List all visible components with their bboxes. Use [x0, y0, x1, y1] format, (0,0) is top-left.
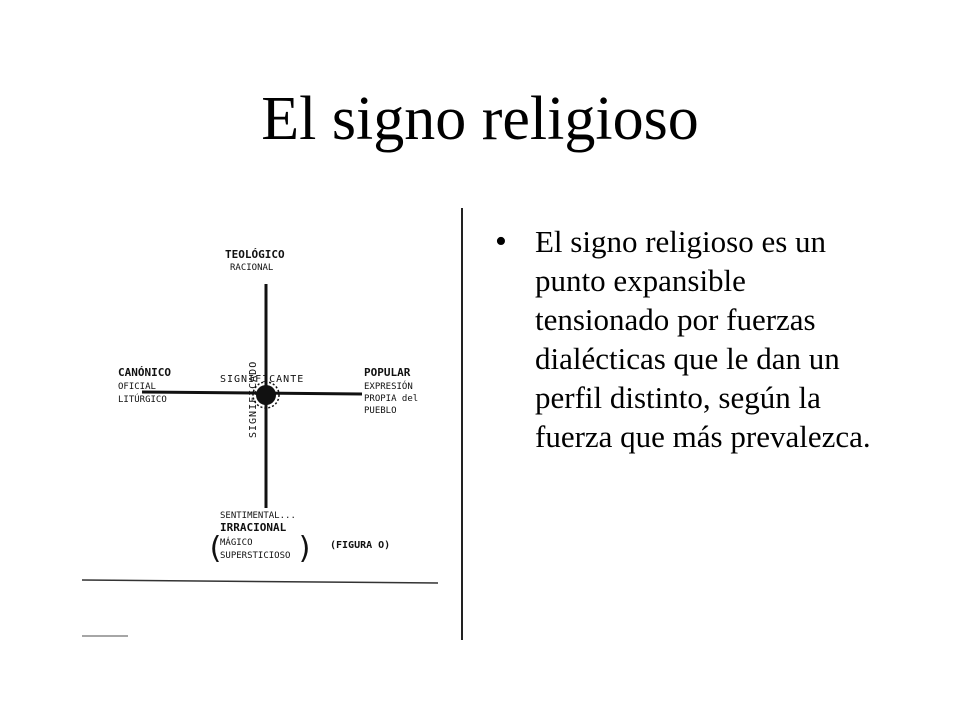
right-pole-sub-2: PROPIA del [364, 394, 418, 404]
left-pole-sub-2: LITÚRGICO [118, 393, 167, 405]
bullet-dot: • [495, 223, 507, 260]
left-pole-sub-1: OFICIAL [118, 382, 156, 392]
top-pole-sub: RACIONAL [230, 263, 273, 273]
bottom-paren-line-1: MÁGICO [220, 536, 253, 548]
slide-title: El signo religioso [261, 85, 699, 153]
scan-bottom-edge [81, 579, 439, 584]
horizontal-axis [141, 390, 363, 396]
figure-caption: (FIGURA O) [330, 540, 390, 551]
significance-diagram: TEOLÓGICO RACIONAL CANÓNICO OFICIAL LITÚ… [80, 240, 460, 640]
right-pole-sub-1: EXPRESIÓN [364, 380, 413, 392]
right-pole-label: POPULAR [364, 366, 411, 379]
center-point-ring [252, 381, 280, 409]
bottom-pole-sub: SENTIMENTAL... [220, 511, 296, 521]
left-pole-label: CANÓNICO [118, 366, 171, 379]
bottom-pole-label: IRRACIONAL [220, 521, 287, 534]
bottom-paren-open: ( [206, 531, 224, 566]
diagram-canvas: TEOLÓGICO RACIONAL CANÓNICO OFICIAL LITÚ… [81, 248, 439, 637]
bottom-paren-close: ) [296, 531, 314, 566]
center-point [256, 385, 276, 405]
significado-axis-label: SIGNIFICADO [248, 361, 259, 438]
bottom-paren-line-2: SUPERSTICIOSO [220, 551, 290, 561]
bullet-text: El signo religioso es un punto expansibl… [535, 224, 871, 454]
column-divider [461, 208, 463, 640]
significante-axis-label: SIGNIFICANTE [220, 374, 304, 385]
top-pole-label: TEOLÓGICO [225, 248, 285, 261]
right-pole-sub-3: PUEBLO [364, 406, 397, 416]
